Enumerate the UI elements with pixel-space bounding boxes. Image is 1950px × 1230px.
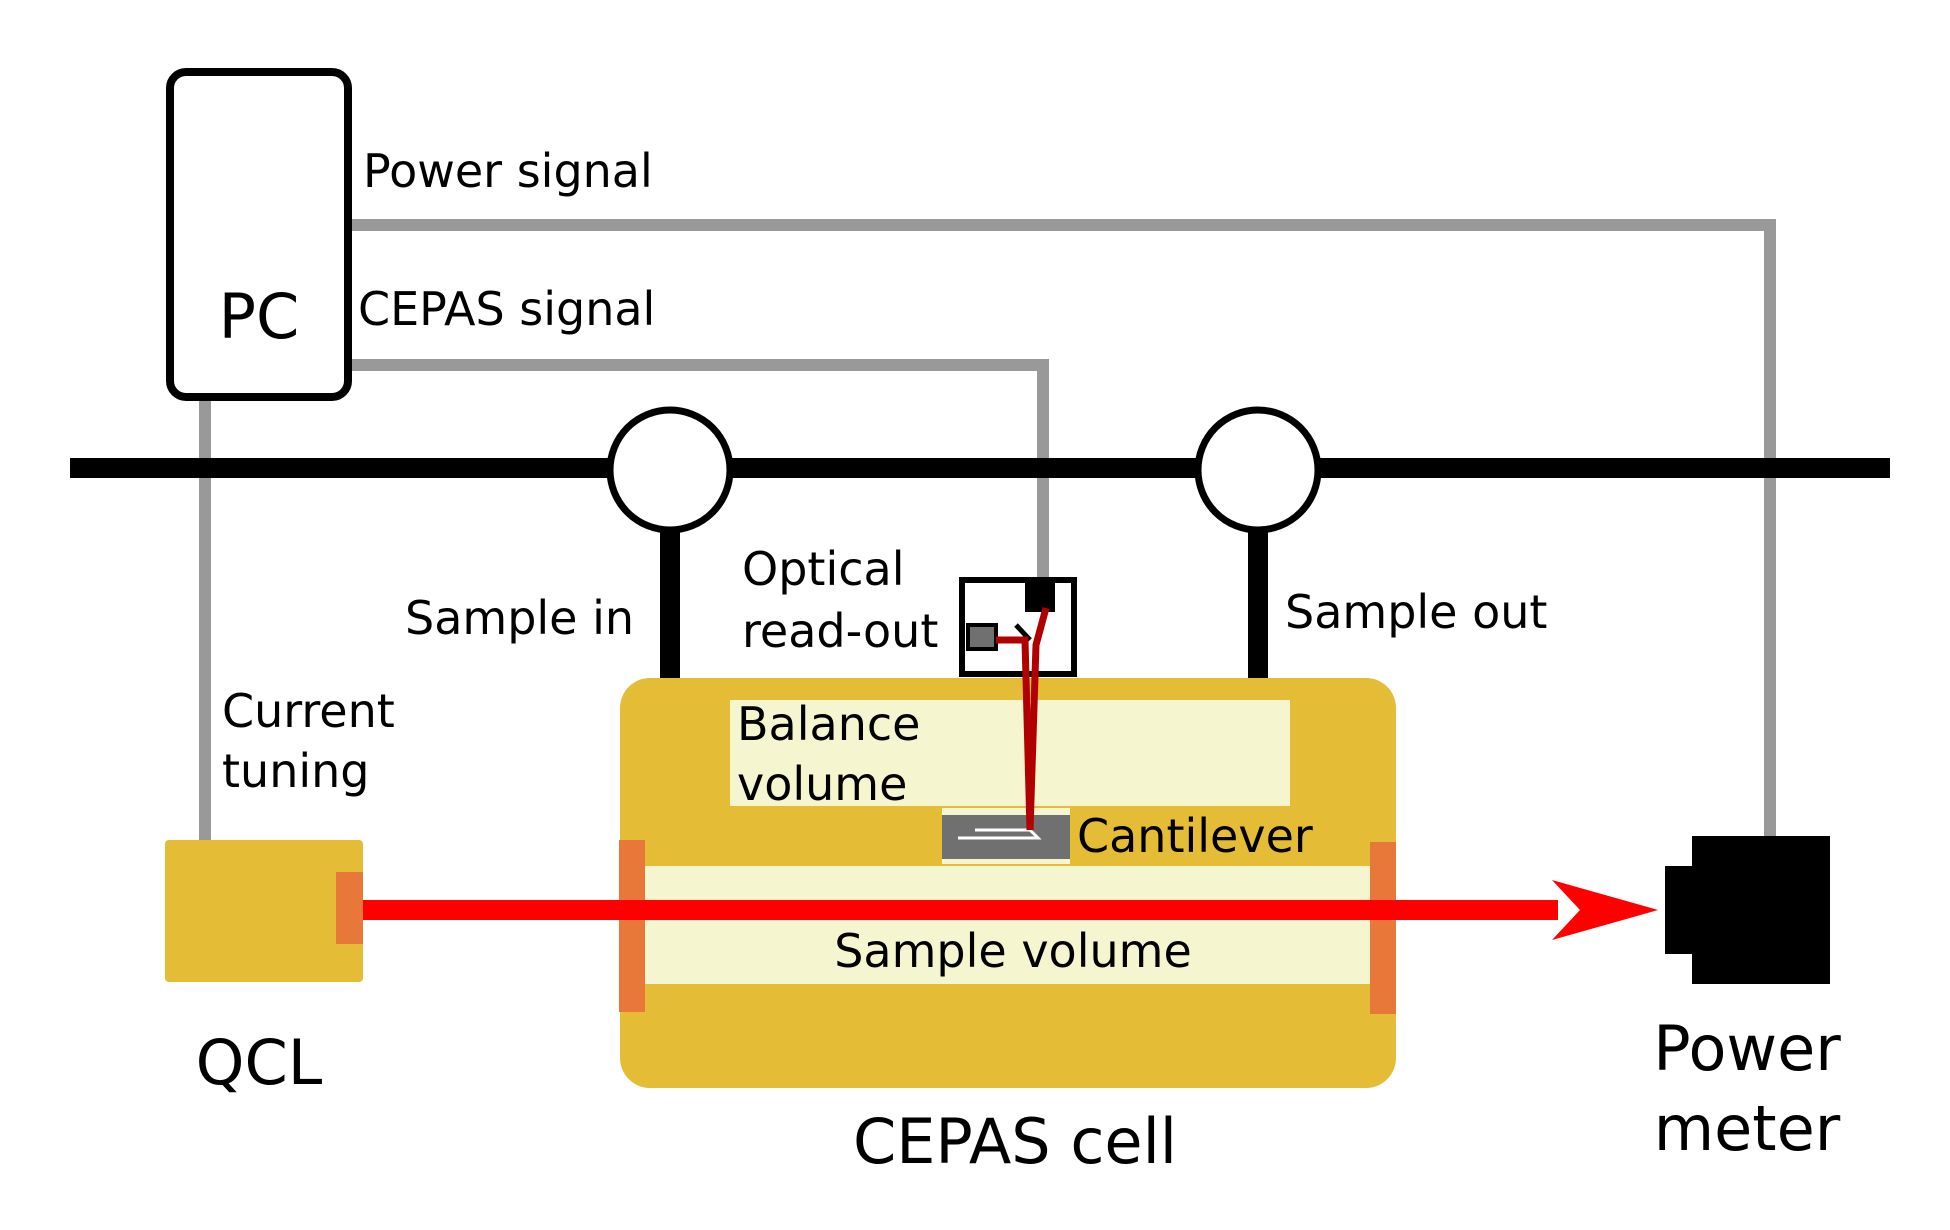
readout-beam [996,607,1050,831]
balance-volume-label-2: volume [737,757,907,811]
sample-out-label: Sample out [1285,585,1547,639]
cepas-signal-wire [350,359,1049,580]
sample-out-valve [1194,406,1322,534]
current-tuning-label-1: Current [222,684,395,738]
left-window [619,840,645,1012]
sample-in-valve [606,406,734,534]
cantilever-outline [958,828,1042,840]
sample-in-label: Sample in [405,591,634,645]
power-meter [1665,836,1830,984]
power-meter-label-1: Power [1653,1012,1841,1085]
current-tuning-label-2: tuning [222,744,369,798]
power-signal-wire [350,219,1776,840]
right-window [1370,842,1396,1014]
cepas-cell-label: CEPAS cell [853,1105,1177,1178]
balance-volume-label-1: Balance [737,697,920,751]
optical-readout-label-1: Optical [742,542,904,596]
optical-readout-label-2: read-out [742,604,938,658]
laser-beam [363,900,1558,920]
balance-volume [730,700,1290,806]
qcl-label: QCL [196,1026,323,1099]
photodetector [1025,582,1055,612]
power-meter-label-2: meter [1654,1092,1841,1165]
qcl-body [165,840,363,982]
pc-box [166,68,352,401]
pc-label: PC [219,280,300,353]
sample-volume [630,866,1386,984]
qcl-output-facet [336,872,363,944]
sample-volume-label: Sample volume [834,924,1192,978]
laser-arrowhead [1552,880,1658,940]
cepas-signal-label: CEPAS signal [358,282,655,336]
power-signal-label: Power signal [363,144,653,198]
cantilever-label: Cantilever [1077,809,1313,863]
light-source [966,623,998,651]
